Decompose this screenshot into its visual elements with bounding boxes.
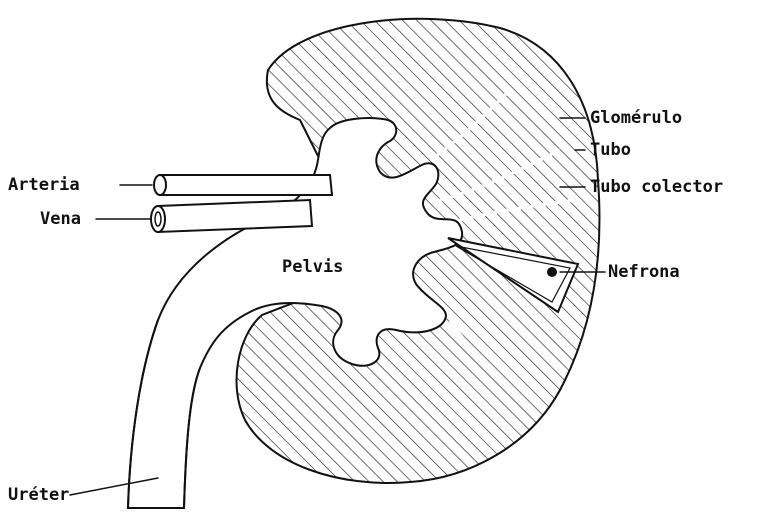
label-nefrona: Nefrona [608,262,680,282]
label-pelvis: Pelvis [282,257,343,277]
label-vena: Vena [40,209,81,229]
label-glomerulo: Glomérulo [590,108,682,128]
label-arteria: Arteria [8,175,80,195]
label-tubo: Tubo [590,140,631,160]
label-ureter: Uréter [8,485,69,505]
artery-tube [154,175,332,195]
label-tubo-colector: Tubo colector [590,177,723,197]
vein-tube [151,200,312,232]
